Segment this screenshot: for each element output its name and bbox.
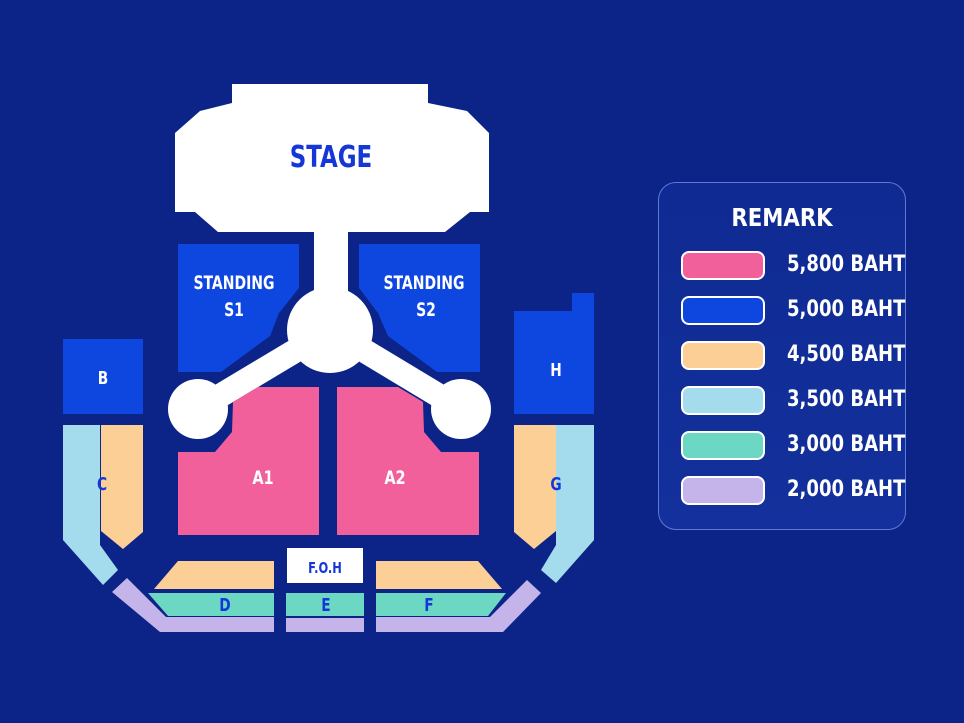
zone-h[interactable]: H	[514, 293, 594, 414]
legend-price: 5,000 BAHT	[787, 297, 906, 322]
price-legend: REMARK 5,800 BAHT 5,000 BAHT 4,500 BAHT …	[658, 182, 906, 530]
legend-price: 5,800 BAHT	[787, 252, 906, 277]
legend-swatch	[681, 251, 765, 280]
legend-swatch	[681, 386, 765, 415]
zone-d[interactable]: D	[112, 561, 274, 632]
zone-b-shape[interactable]	[63, 339, 143, 414]
legend-swatch	[681, 431, 765, 460]
runway	[168, 230, 491, 439]
standing-s1-label-line2: S1	[224, 300, 244, 322]
zone-h-shape[interactable]	[514, 293, 594, 414]
zone-standing-s1[interactable]: STANDING S1	[178, 244, 299, 372]
stage-label: STAGE	[290, 139, 372, 175]
zone-a1-label: A1	[252, 468, 273, 490]
zone-e-label: E	[321, 594, 330, 616]
zone-d-green-shape[interactable]	[148, 593, 274, 616]
zone-a2-shape[interactable]	[337, 387, 479, 535]
runway-right-end	[431, 379, 491, 439]
zone-b[interactable]: B	[63, 339, 143, 414]
zone-f-purple-shape[interactable]	[376, 580, 541, 632]
zone-f-orange-shape[interactable]	[376, 561, 502, 589]
standing-s1-shape[interactable]	[178, 244, 299, 372]
zone-d-purple-shape[interactable]	[112, 578, 274, 632]
zone-e-purple-shape[interactable]	[286, 618, 364, 632]
zone-f-label: F	[424, 594, 433, 616]
zone-d-orange-shape[interactable]	[154, 561, 274, 589]
stage: STAGE	[175, 84, 489, 232]
foh-box: F.O.H	[287, 548, 363, 583]
zone-c[interactable]: C	[63, 425, 143, 585]
zone-e-green-shape[interactable]	[286, 593, 364, 616]
zone-c-outer-shape[interactable]	[63, 425, 118, 585]
standing-s2-label-line1: STANDING	[383, 273, 464, 295]
legend-item: 5,800 BAHT	[679, 249, 905, 285]
legend-swatch	[681, 296, 765, 325]
legend-item: 2,000 BAHT	[679, 474, 905, 510]
legend-item: 5,000 BAHT	[679, 294, 905, 330]
zone-a2-label: A2	[384, 468, 405, 490]
zone-a1[interactable]: A1	[178, 387, 319, 535]
zone-h-label: H	[550, 359, 562, 381]
legend-price: 2,000 BAHT	[787, 477, 906, 502]
legend-swatch	[681, 341, 765, 370]
zone-d-label: D	[219, 594, 230, 616]
legend-price: 3,000 BAHT	[787, 432, 906, 457]
zone-g-label: G	[550, 473, 561, 495]
zone-a2[interactable]: A2	[337, 387, 479, 535]
zone-c-inner-shape[interactable]	[101, 425, 143, 549]
legend-price: 3,500 BAHT	[787, 387, 906, 412]
zone-g[interactable]: G	[514, 425, 594, 583]
foh-label: F.O.H	[308, 560, 342, 577]
standing-s1-label-line1: STANDING	[193, 273, 274, 295]
legend-price: 4,500 BAHT	[787, 342, 906, 367]
zone-b-label: B	[98, 367, 108, 389]
standing-s2-label-line2: S2	[416, 300, 436, 322]
zone-a1-shape[interactable]	[178, 387, 319, 535]
zone-g-outer-shape[interactable]	[541, 425, 594, 583]
zone-f[interactable]: F	[376, 561, 541, 632]
zone-standing-s2[interactable]: STANDING S2	[359, 244, 480, 372]
zone-f-green-shape[interactable]	[376, 593, 506, 616]
standing-s2-shape[interactable]	[359, 244, 480, 372]
legend-title: REMARK	[731, 203, 833, 232]
zone-g-inner-shape[interactable]	[514, 425, 556, 549]
stage-shape	[175, 84, 489, 232]
legend-item: 3,000 BAHT	[679, 429, 905, 465]
zone-c-label: C	[97, 473, 107, 495]
legend-swatch	[681, 476, 765, 505]
legend-item: 3,500 BAHT	[679, 384, 905, 420]
legend-item: 4,500 BAHT	[679, 339, 905, 375]
runway-left-end	[168, 379, 228, 439]
zone-e[interactable]: E	[286, 593, 364, 632]
foh-shape	[287, 548, 363, 583]
